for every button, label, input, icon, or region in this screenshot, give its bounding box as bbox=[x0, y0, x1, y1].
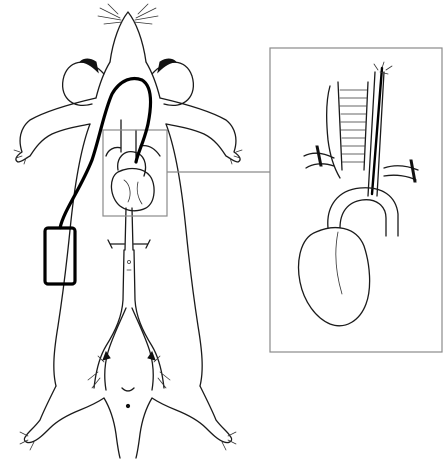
left-forelimb bbox=[16, 98, 96, 162]
aortic-arch bbox=[118, 152, 146, 176]
rat-head-outline bbox=[110, 12, 146, 62]
rat-body bbox=[14, 4, 242, 458]
catheter-lead bbox=[60, 79, 150, 228]
inset-panel bbox=[270, 48, 442, 352]
heart-detail bbox=[124, 180, 142, 204]
right-hindlimb bbox=[152, 386, 232, 443]
vessel-dot bbox=[128, 261, 131, 264]
transmitter-body bbox=[45, 228, 75, 284]
left-hindlimb bbox=[24, 386, 104, 443]
subclavian-right bbox=[140, 146, 160, 156]
torso-left bbox=[54, 124, 90, 386]
iliac-left-inner bbox=[105, 308, 126, 390]
heart-outline bbox=[111, 169, 154, 211]
whiskers bbox=[98, 4, 158, 24]
genital-mark bbox=[122, 388, 134, 391]
aorta-abdominal-right bbox=[134, 250, 164, 388]
inset-marker-box bbox=[103, 130, 167, 216]
right-forelimb bbox=[160, 98, 240, 162]
descending-aorta-thorax bbox=[125, 208, 133, 250]
renal-branches bbox=[108, 240, 150, 248]
torso-right bbox=[166, 124, 202, 386]
thoracic-vessels bbox=[106, 120, 160, 250]
aorta-abdominal-left bbox=[94, 250, 124, 388]
neck-right bbox=[146, 62, 160, 98]
arrow-left bbox=[103, 352, 110, 360]
inset-frame bbox=[270, 48, 442, 352]
neck-left bbox=[96, 62, 110, 98]
left-ear-shading bbox=[80, 59, 98, 72]
subclavian-left bbox=[106, 147, 121, 156]
right-ear-shading bbox=[158, 59, 176, 72]
iliac-right-inner bbox=[132, 308, 153, 390]
anus-mark bbox=[126, 404, 129, 407]
arrow-right bbox=[148, 352, 155, 360]
